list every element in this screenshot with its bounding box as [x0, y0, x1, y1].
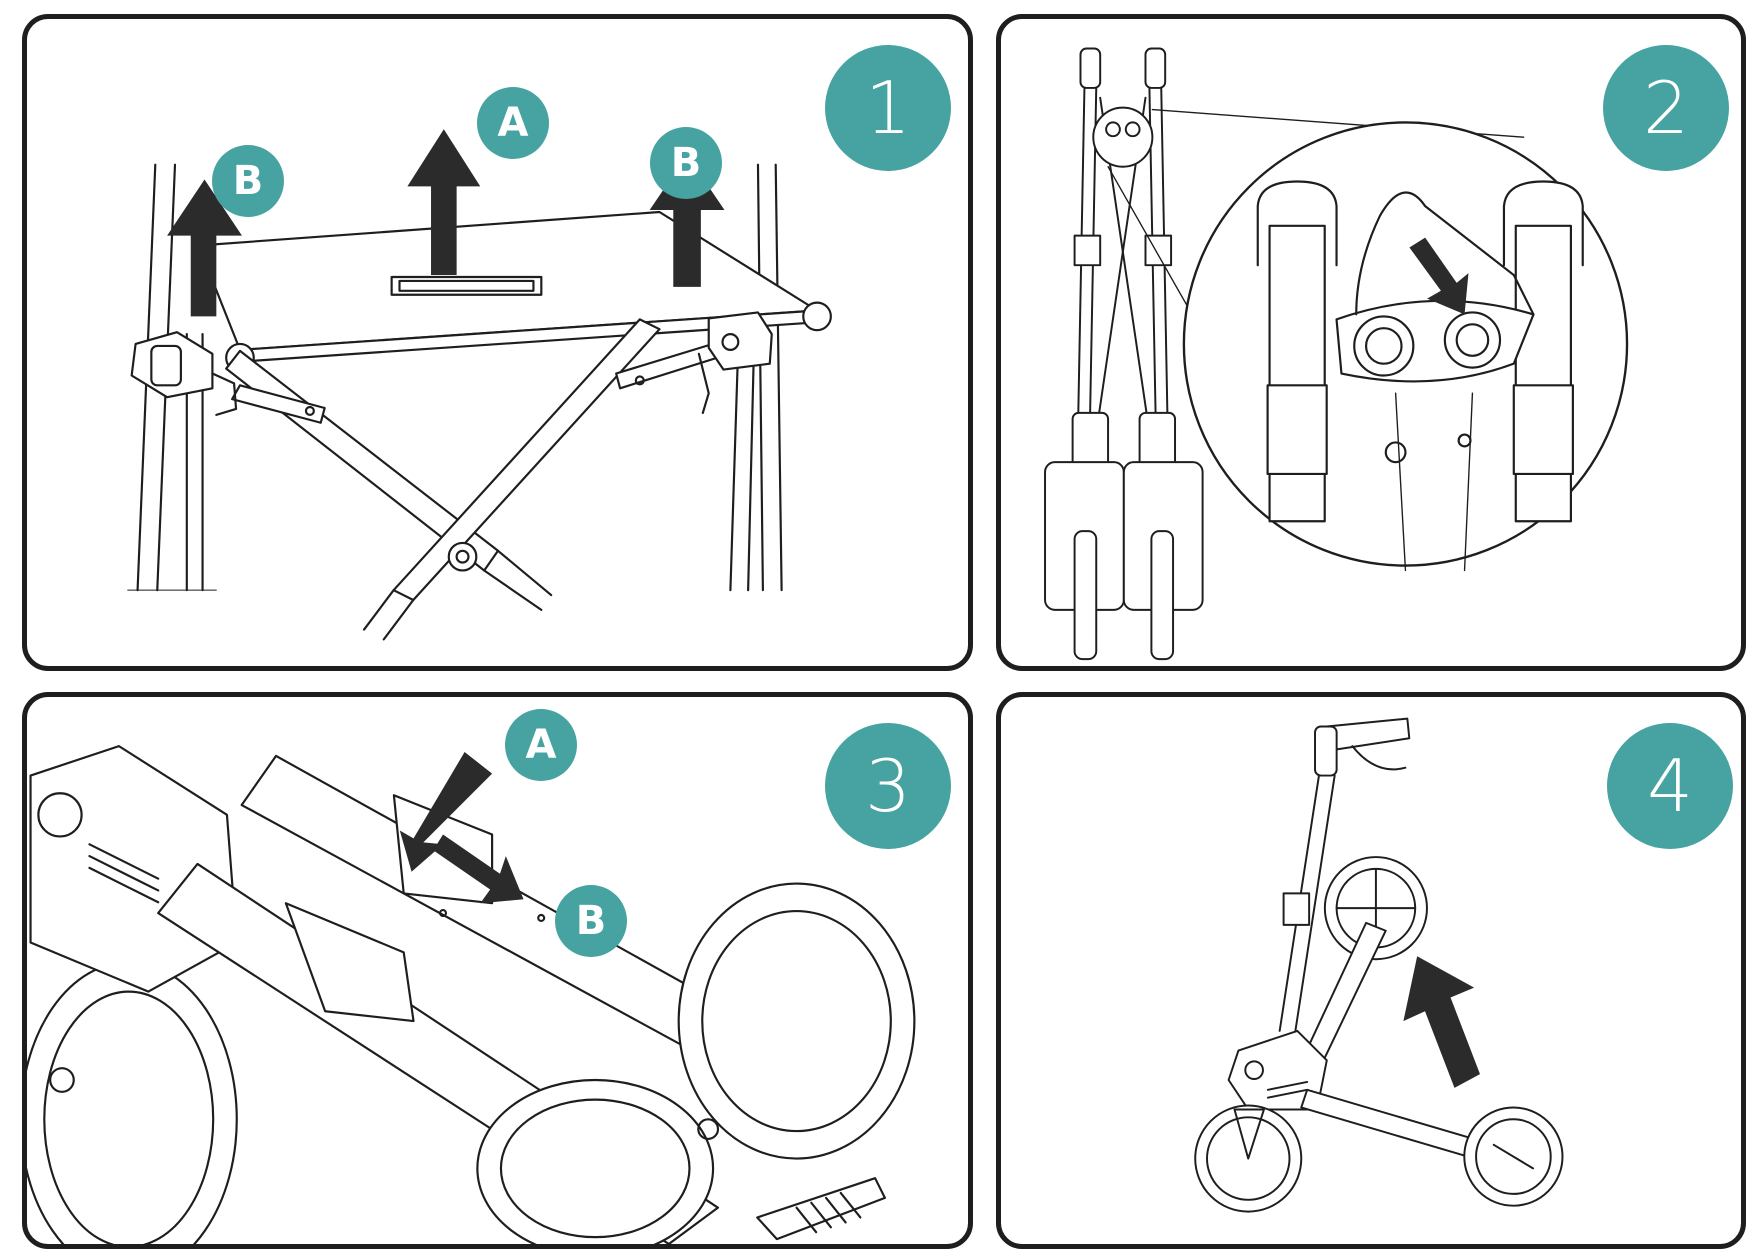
seat-lift-illustration	[127, 129, 832, 641]
unfold-arrow	[1403, 956, 1481, 1088]
up-arrow-a	[407, 129, 481, 276]
unfold-walker-illustration	[1194, 717, 1564, 1213]
callout-a-seat: A	[477, 87, 549, 159]
step-1-panel: 1 A B B	[22, 14, 973, 671]
step-number-badge: 4	[1607, 723, 1733, 849]
step-number-badge: 1	[825, 45, 951, 171]
step-number-badge: 3	[825, 723, 951, 849]
frame-slide-illustration	[27, 745, 916, 1244]
step-number-badge: 2	[1603, 45, 1729, 171]
arrow-a-push	[399, 751, 493, 872]
step-2-panel: 2	[996, 14, 1746, 671]
callout-b-slide: B	[555, 885, 627, 957]
step-3-panel: 3 A B	[22, 692, 973, 1249]
up-arrow-b-left	[167, 179, 242, 317]
callout-b-right: B	[650, 127, 722, 199]
callout-a-push: A	[505, 709, 577, 781]
arrow-b-slide	[433, 834, 524, 904]
callout-b-left: B	[212, 145, 284, 217]
step-4-panel: 4	[996, 692, 1746, 1249]
latch-release-illustration	[1044, 47, 1629, 661]
rotate-arrow	[1409, 237, 1469, 315]
